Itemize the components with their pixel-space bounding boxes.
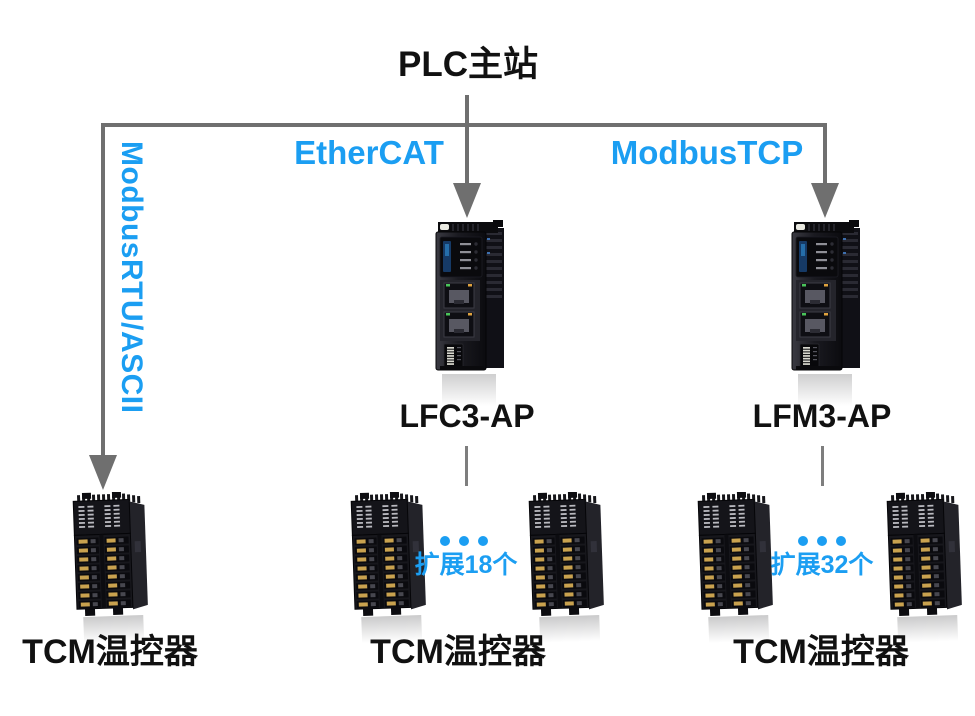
protocol-label-ethercat: EtherCAT xyxy=(294,134,444,171)
arrow-down-icon xyxy=(89,455,117,490)
tcm-module-image xyxy=(881,492,973,644)
lfc3-to-tcm-line xyxy=(465,446,468,486)
endpoint-label-left: TCM温控器 xyxy=(22,633,198,671)
lfc3-device-image xyxy=(430,220,510,410)
expansion-count-label: 扩展18个 xyxy=(414,551,518,579)
arrow-down-icon xyxy=(811,183,839,218)
controller-label-lfm3: LFM3-AP xyxy=(752,398,892,434)
ellipsis-dots-icon xyxy=(798,536,846,546)
root-stub-line xyxy=(465,95,469,125)
lfm3-device-image xyxy=(786,220,866,410)
middle-branch-line xyxy=(465,123,469,185)
protocol-label-modbustcp: ModbusTCP xyxy=(610,134,804,171)
left-branch-line xyxy=(101,123,105,457)
plc-master-label: PLC主站 xyxy=(397,45,539,84)
protocol-label-modbusrtu: ModbusRTU/ASCII xyxy=(115,141,148,414)
lfm3-to-tcm-line xyxy=(821,446,824,486)
ellipsis-dots-icon xyxy=(440,536,488,546)
branch-horizontal-line xyxy=(101,123,827,127)
endpoint-label-right: TCM温控器 xyxy=(733,633,909,671)
expansion-count-label: 扩展32个 xyxy=(770,551,874,579)
controller-label-lfc3: LFC3-AP xyxy=(399,398,535,434)
right-branch-line xyxy=(823,123,827,185)
tcm-module-image xyxy=(67,492,159,644)
endpoint-label-middle: TCM温控器 xyxy=(370,633,546,671)
arrow-down-icon xyxy=(453,183,481,218)
tcm-module-image xyxy=(523,492,615,644)
